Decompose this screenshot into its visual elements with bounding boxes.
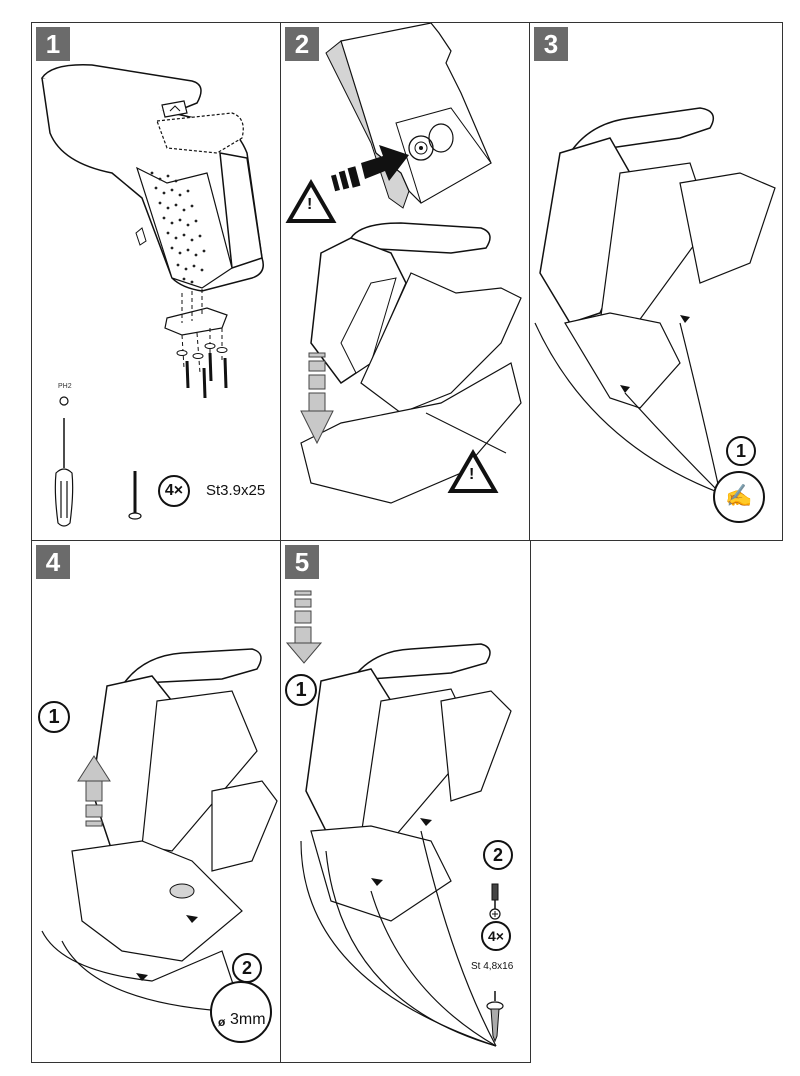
step-number-badge: 2 — [285, 27, 319, 61]
step-5-panel: 5 1 2 4× S — [280, 540, 531, 1063]
step-number-badge: 5 — [285, 545, 319, 579]
step-number-badge: 3 — [534, 27, 568, 61]
screwdriver-icon — [489, 883, 501, 920]
tool-size-label: PH2 — [58, 383, 72, 390]
drill-bit-detail: ø 3mm — [210, 981, 272, 1043]
diameter-symbol: ø — [218, 1015, 226, 1029]
final-fix-illustration — [285, 590, 512, 1047]
callout-number: 1 — [726, 436, 756, 466]
screws — [185, 352, 228, 399]
step-2-panel: 2 ! ! — [280, 22, 531, 541]
screw-icon — [128, 471, 142, 520]
screwdriver-hand-icon: ✍ — [713, 471, 765, 523]
warning-icon — [447, 449, 499, 493]
warning-mark: ! — [469, 466, 475, 483]
step-1-panel: 1 — [31, 22, 282, 541]
step-number-badge: 4 — [36, 545, 70, 579]
armrest-exploded-illustration — [40, 64, 264, 527]
socket-illustration — [285, 23, 522, 504]
callout-number: 1 — [285, 674, 317, 706]
callout-number: 2 — [483, 840, 513, 870]
warning-mark: ! — [307, 196, 313, 213]
push-down-arrow-icon — [300, 352, 334, 445]
screw-spec-label: St3.9x25 — [206, 482, 266, 499]
push-down-arrow-icon — [285, 590, 323, 664]
callout-number: 2 — [232, 953, 262, 983]
lift-up-arrow-icon — [77, 755, 111, 827]
step-3-panel: 3 1 ✍ — [529, 22, 783, 541]
screw-spec-label: St 4,8x16 — [471, 961, 514, 972]
step-number-badge: 1 — [36, 27, 70, 61]
callout-number: 1 — [38, 701, 70, 733]
armrest-mount-illustration — [534, 107, 776, 494]
perforation-dots — [150, 171, 206, 284]
warning-icon — [285, 179, 337, 223]
screw-icon — [486, 991, 504, 1043]
screwdriver-icon — [54, 396, 74, 527]
drill-hole-illustration — [41, 648, 278, 1012]
drill-size-label: 3mm — [230, 1011, 266, 1028]
step-4-panel: 4 1 2 ø 3mm — [31, 540, 282, 1063]
insert-arrow-icon — [330, 145, 409, 192]
quantity-badge: 4× — [481, 921, 511, 951]
quantity-badge: 4× — [158, 475, 190, 507]
